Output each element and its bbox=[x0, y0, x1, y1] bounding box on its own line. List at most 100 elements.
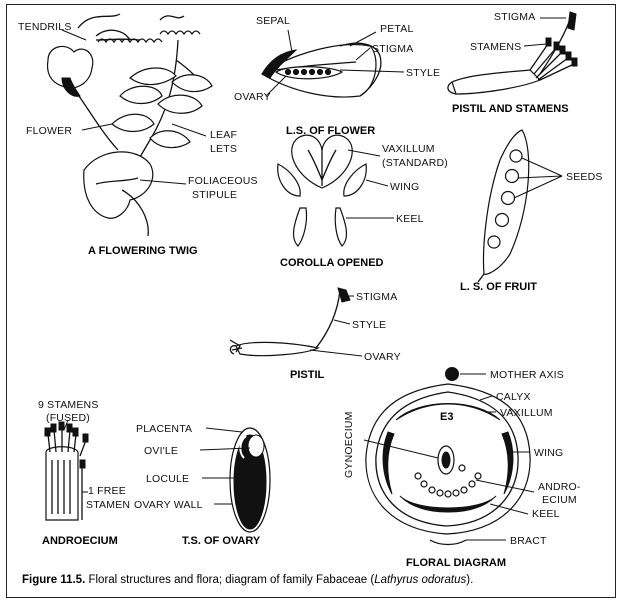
title-floral-diagram: FLORAL DIAGRAM bbox=[406, 557, 506, 569]
label-stigma-ls: STIGMA bbox=[372, 43, 413, 55]
staminal-tube bbox=[451, 69, 542, 95]
vexillum-petal bbox=[395, 403, 501, 421]
leader-wing-corolla bbox=[365, 179, 389, 187]
label-calyx: CALYX bbox=[496, 391, 531, 403]
label-androecium-fd-line2: ECIUM bbox=[542, 494, 577, 506]
title-ls-flower: L.S. OF FLOWER bbox=[286, 125, 375, 137]
leader-seeds-b bbox=[517, 175, 563, 179]
pistil-calyx-remnant bbox=[229, 339, 243, 353]
leader-stigma-ls bbox=[355, 47, 371, 61]
leader-style-ls bbox=[339, 69, 405, 73]
anther bbox=[553, 41, 560, 51]
label-keel-corolla: KEEL bbox=[396, 213, 424, 225]
foliaceous-stipule bbox=[83, 151, 154, 219]
leader-seeds-a bbox=[521, 157, 563, 177]
label-stigma-pistil: STIGMA bbox=[356, 291, 397, 303]
caption-end: ). bbox=[466, 574, 474, 586]
leader-petal bbox=[349, 31, 377, 47]
leaflet bbox=[129, 67, 177, 86]
title-pistil-stamens: PISTIL AND STAMENS bbox=[452, 103, 569, 115]
tendril-coils-2 bbox=[159, 30, 201, 36]
label-mother-axis: MOTHER AXIS bbox=[490, 369, 564, 381]
tendril-coils bbox=[97, 38, 163, 44]
leaflet bbox=[149, 130, 191, 149]
pistil-style-line bbox=[315, 289, 341, 349]
floral-diagram: E3 MOTHER AXIS CALYX VAXILLUM WING ANDRO… bbox=[343, 367, 581, 569]
vexillum-veins bbox=[307, 149, 337, 186]
flower-bloom bbox=[46, 45, 94, 89]
fruit-seeds bbox=[487, 149, 523, 249]
androecium: 9 STAMENS (FUSED) 1 FREE STAMEN ANDROECI… bbox=[38, 399, 130, 547]
label-stamens-ps: STAMENS bbox=[470, 41, 521, 53]
label-vexillum-line1: VAXILLUM bbox=[382, 143, 435, 155]
figure-frame bbox=[6, 4, 616, 598]
label-bract: BRACT bbox=[510, 535, 547, 547]
label-free-stamen-line2: STAMEN bbox=[86, 499, 130, 511]
label-style-pistil: STYLE bbox=[352, 319, 386, 331]
pistil-ovary bbox=[235, 341, 320, 357]
label-vexillum-line2: (STANDARD) bbox=[382, 157, 448, 169]
leader-placenta bbox=[205, 427, 243, 433]
leaflet bbox=[111, 113, 155, 133]
leader-sepal bbox=[287, 29, 293, 53]
label-stigma-ps: STIGMA bbox=[494, 11, 535, 23]
label-tendrils: TENDRILS bbox=[18, 21, 72, 33]
label-gynoecium: GYNOECIUM bbox=[343, 411, 355, 478]
leader-seeds-c bbox=[513, 175, 563, 199]
ls-flower-ovules bbox=[284, 68, 332, 76]
label-androecium-fd-line1: ANDRO- bbox=[538, 481, 581, 493]
label-flower: FLOWER bbox=[26, 125, 72, 137]
leaflet bbox=[171, 74, 213, 93]
label-style-ls: STYLE bbox=[406, 67, 440, 79]
bract bbox=[429, 539, 467, 546]
fused-filaments bbox=[47, 428, 87, 457]
title-ls-fruit: L. S. OF FRUIT bbox=[460, 281, 537, 293]
locule bbox=[233, 434, 267, 530]
ls-flower: SEPAL PETAL STIGMA STYLE OVARY L.S. OF F… bbox=[234, 15, 440, 137]
label-ovary-pistil: OVARY bbox=[364, 351, 401, 363]
wing-petal-left bbox=[382, 431, 395, 495]
leader-flower bbox=[81, 123, 113, 131]
floral-diagram-glyph: E3 bbox=[440, 411, 453, 423]
ls-flower-petal bbox=[339, 42, 382, 97]
fruit-stalk bbox=[477, 273, 485, 283]
title-androecium: ANDROECIUM bbox=[42, 535, 118, 547]
leader-ovule bbox=[199, 447, 251, 451]
leader-ovary-ls bbox=[265, 75, 287, 97]
title-ts-ovary: T.S. OF OVARY bbox=[182, 535, 261, 547]
label-keel-fd: KEEL bbox=[532, 508, 560, 520]
caption-label: Figure 11.5. bbox=[22, 574, 86, 586]
anther bbox=[545, 37, 552, 47]
caption-text: Floral structures and flora; diagram of … bbox=[85, 574, 375, 586]
pistil-stigma bbox=[567, 11, 577, 31]
anther bbox=[571, 57, 578, 67]
placenta bbox=[239, 435, 247, 459]
anther bbox=[565, 51, 572, 61]
label-ovary-wall: OVARY WALL bbox=[134, 499, 203, 511]
leader-style-pistil bbox=[333, 319, 351, 325]
ovule bbox=[247, 434, 265, 458]
leader-androecium-fd bbox=[475, 479, 535, 493]
ls-flower-calyx bbox=[261, 49, 298, 79]
ts-ovary: PLACENTA OVI'LE LOCULE OVARY WALL T.S. O… bbox=[134, 423, 271, 547]
label-seeds: SEEDS bbox=[566, 171, 603, 183]
flowering-twig: TENDRILS FLOWER LEAF LETS FOLIACEOUS STI… bbox=[18, 13, 258, 257]
sheath-striations bbox=[51, 460, 71, 514]
leader-keel-fd bbox=[489, 503, 529, 515]
figure-caption: Figure 11.5. Floral structures and flora… bbox=[22, 574, 612, 586]
title-flowering-twig: A FLOWERING TWIG bbox=[88, 245, 198, 257]
label-nine-stamens-line2: (FUSED) bbox=[46, 412, 90, 424]
anthers-fused bbox=[44, 421, 89, 443]
label-leaflets-line2: LETS bbox=[210, 143, 237, 155]
leader-leaflets bbox=[171, 123, 207, 137]
wing-petal-right bbox=[501, 431, 514, 495]
stamen-filaments bbox=[529, 43, 575, 81]
leader-ovary-pistil bbox=[309, 349, 363, 357]
pistil-base bbox=[229, 345, 237, 355]
wing-left bbox=[277, 163, 301, 197]
label-nine-stamens-line1: 9 STAMENS bbox=[38, 399, 99, 411]
pistil: STIGMA STYLE OVARY PISTIL bbox=[229, 287, 401, 381]
leaflet bbox=[119, 85, 163, 105]
label-stipule-line1: FOLIACEOUS bbox=[188, 175, 258, 187]
